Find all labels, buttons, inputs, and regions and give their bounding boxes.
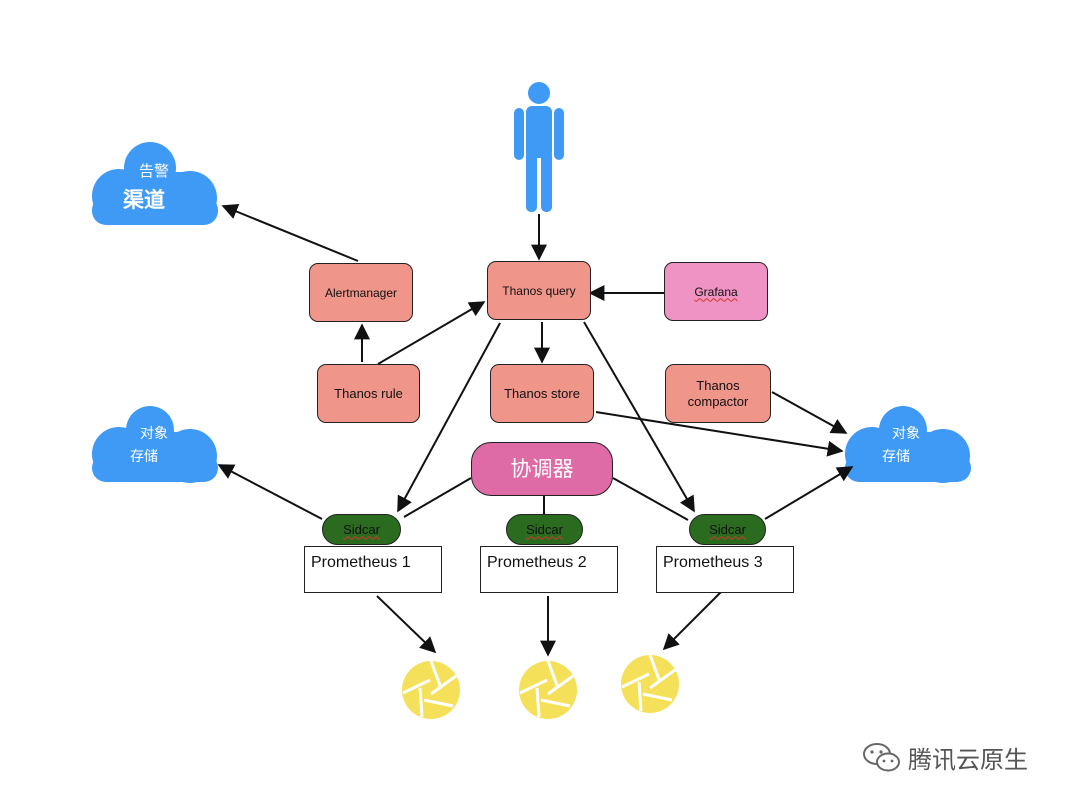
object-storage-left-label-2: 存储 — [130, 449, 158, 465]
alert-channel-label-1: 告警 — [138, 162, 169, 180]
arrow-store-to-storage — [595, 411, 844, 457]
wechat-icon — [863, 742, 900, 771]
thanos-query-node: Thanos query — [487, 261, 591, 320]
arrow-prom3-to-target — [662, 589, 724, 651]
grafana-label: Grafana — [694, 284, 738, 299]
connectors — [217, 204, 854, 657]
object-storage-cloud-right-icon — [845, 406, 971, 483]
arrow-prom1-to-target — [376, 595, 437, 654]
arrow-query-to-sidecar1 — [397, 322, 501, 513]
link-coordinator-to-sidecar3 — [612, 477, 689, 521]
scrape-target-icon-2 — [519, 660, 577, 719]
thanos-store-node: Thanos store — [490, 364, 594, 423]
alertmanager-node: Alertmanager — [309, 263, 413, 322]
sidecar-2-node: Sidcar — [506, 514, 583, 545]
sidecar-3-label: Sidcar — [709, 521, 746, 537]
watermark-text: 腾讯云原生 — [908, 746, 1028, 774]
sidecar-2-label: Sidcar — [526, 521, 563, 537]
prometheus-2-node: Prometheus 2 — [480, 546, 618, 593]
object-storage-right-label-1: 对象 — [892, 426, 920, 442]
prometheus-1-node: Prometheus 1 — [304, 546, 442, 593]
arrow-compactor-to-storage — [771, 391, 848, 434]
thanos-compactor-node: Thanos compactor — [665, 364, 771, 423]
watermark: 腾讯云原生 — [862, 740, 1028, 775]
arrow-sidecar3-to-storage — [764, 466, 854, 520]
object-storage-cloud-left-icon — [92, 406, 218, 483]
sidecar-1-node: Sidcar — [322, 514, 401, 545]
arrow-rule-to-query — [377, 301, 486, 365]
object-storage-left-label-1: 对象 — [140, 426, 168, 442]
sidecar-1-label: Sidcar — [343, 521, 380, 537]
scrape-target-icon-3 — [621, 654, 679, 713]
alert-channel-label-2: 渠道 — [123, 188, 165, 212]
object-storage-right-label-2: 存储 — [882, 449, 910, 465]
arrow-sidecar1-to-storage — [217, 464, 323, 520]
alert-channel-cloud-icon — [92, 142, 218, 225]
coordinator-node: 协调器 — [471, 442, 613, 496]
link-coordinator-to-sidecar1 — [403, 477, 472, 518]
arrow-query-to-sidecar3 — [583, 321, 695, 513]
grafana-node: Grafana — [664, 262, 768, 321]
prometheus-3-node: Prometheus 3 — [656, 546, 794, 593]
thanos-rule-node: Thanos rule — [317, 364, 420, 423]
arrow-alertmanager-to-channel — [221, 204, 359, 262]
scrape-target-icon-1 — [402, 660, 460, 719]
sidecar-3-node: Sidcar — [689, 514, 766, 545]
user-icon — [514, 82, 564, 212]
